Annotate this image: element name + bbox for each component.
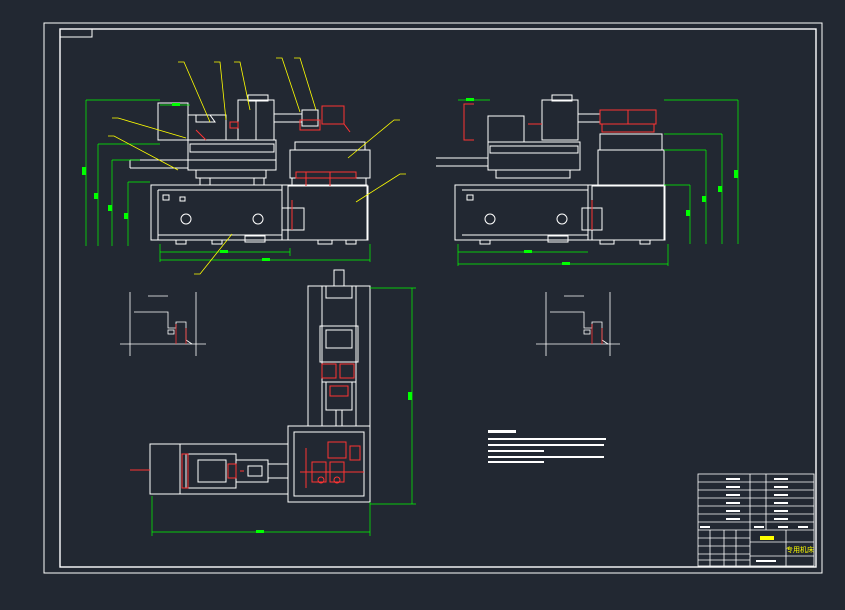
base-body-right xyxy=(454,184,666,241)
section-detail-right-hidden xyxy=(591,324,603,344)
plan-view-hidden xyxy=(130,363,364,489)
sheet-frame xyxy=(43,22,823,574)
leader-lines-left xyxy=(108,57,406,275)
plan-column xyxy=(307,285,371,427)
section-detail-right xyxy=(536,292,620,356)
inner-border xyxy=(59,28,817,568)
title-highlight xyxy=(760,536,774,540)
plan-motor xyxy=(149,443,289,495)
plan-view-dimensions xyxy=(151,287,416,536)
plan-view-dimension-text xyxy=(256,392,412,533)
section-detail-left-hidden xyxy=(175,324,187,344)
hidden-parts-right xyxy=(463,103,657,230)
plan-view xyxy=(149,269,371,503)
title-block xyxy=(697,473,815,567)
dimension-text-left xyxy=(82,103,270,261)
drawing-number-box xyxy=(59,28,93,38)
drawing-title: 专用机床 xyxy=(786,545,814,554)
dimension-text-right xyxy=(466,98,738,265)
front-view-left xyxy=(129,94,371,245)
base-body xyxy=(150,184,368,241)
technical-notes xyxy=(488,430,606,463)
front-view-right xyxy=(436,94,666,245)
drive-motor xyxy=(187,114,227,141)
section-detail-left xyxy=(120,292,206,356)
plan-housing xyxy=(287,425,371,503)
outer-border xyxy=(43,22,823,574)
title-block-fill xyxy=(700,478,808,562)
hidden-parts-left xyxy=(195,105,357,230)
